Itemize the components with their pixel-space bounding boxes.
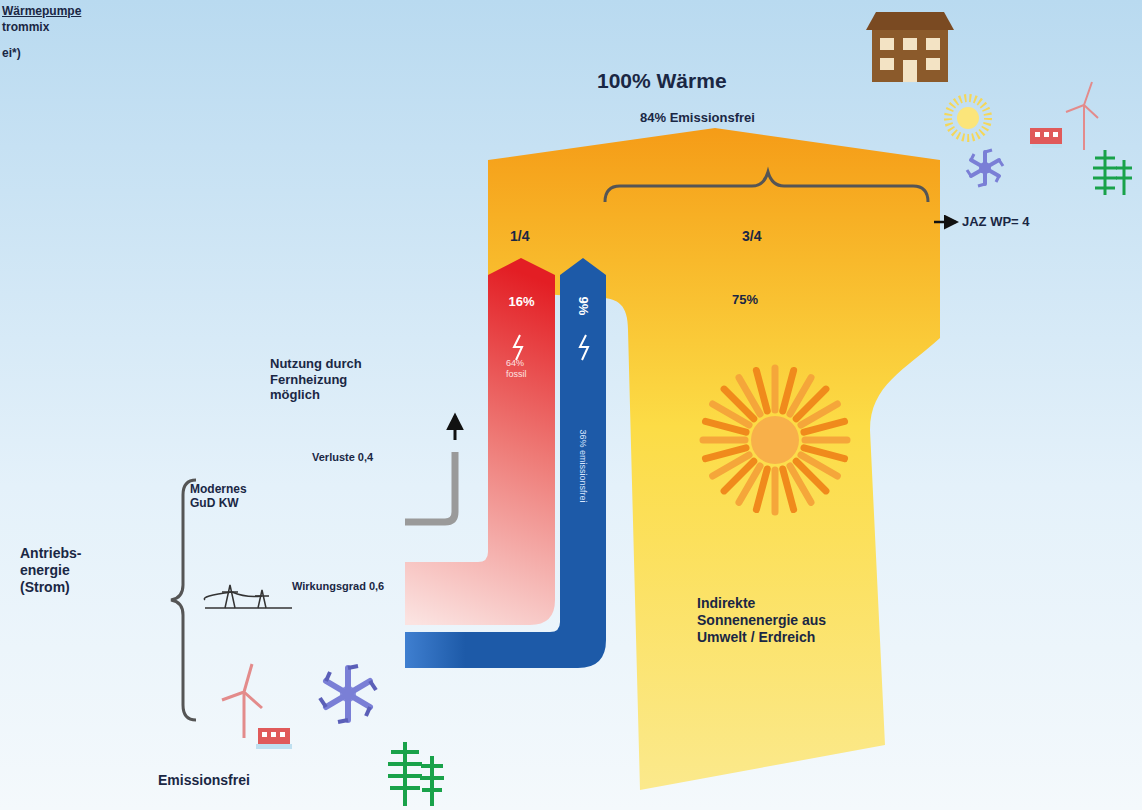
sun-ray	[804, 421, 845, 432]
jaz-label: JAZ WP= 4	[962, 214, 1030, 230]
house-icon	[866, 12, 954, 82]
emission-free-label: Emissionsfrei	[158, 772, 250, 789]
band-text: Indirekte Sonnenenergie aus Umwelt / Erd…	[697, 595, 852, 645]
efficiency-label: Wirkungsgrad 0,6	[292, 580, 384, 593]
brace	[605, 172, 928, 202]
band-text: 64% fossil	[506, 358, 546, 380]
power-line-icon	[204, 585, 292, 608]
fossil-power-band: 16% 64% fossil	[488, 290, 557, 400]
band-text: 84% Emissionsfrei	[640, 110, 860, 126]
band-value: 75%	[732, 292, 802, 308]
factory-icon	[1030, 128, 1062, 148]
green-power-band	[405, 258, 606, 668]
sun-ray	[705, 448, 746, 459]
band-value: 9%	[575, 297, 591, 316]
tree-icon	[388, 742, 444, 806]
plant-label: Modernes GuD KW	[190, 482, 260, 511]
fraction-label: 3/4	[742, 228, 761, 245]
sun-symbol	[703, 368, 847, 512]
sun-core	[751, 416, 799, 464]
jaz-arrow	[934, 221, 956, 224]
water-wheel-icon	[320, 666, 376, 722]
band-text: 36% emissionsfrei	[578, 429, 589, 502]
sun-icon	[948, 98, 988, 138]
drive-energy-label: Antriebs- energie (Strom)	[20, 545, 120, 595]
subtitle-fragment: ei*)	[2, 46, 21, 60]
water-wheel-icon	[967, 150, 1003, 186]
subtitle-fragment: trommix	[2, 20, 49, 34]
brace	[171, 480, 196, 720]
sun-ray	[772, 368, 779, 410]
band-value: 16%	[488, 294, 555, 310]
district-heat-arrow	[454, 416, 457, 440]
green-power-band: 9% 36% emissionsfrei	[558, 286, 608, 546]
sun-ray	[703, 437, 745, 444]
diagram-title: Wärmepumpe	[2, 4, 81, 18]
loss-label: Verluste 0,4	[312, 451, 373, 464]
heat-output-band: 100% Wärme 84% Emissionsfrei	[560, 64, 920, 134]
factory-icon	[256, 728, 292, 749]
wind-turbine-icon	[222, 664, 262, 738]
lightning-symbol	[580, 335, 588, 360]
fossil-band	[405, 258, 555, 625]
sun-ray	[756, 370, 767, 411]
ambient-energy-band: 75% Indirekte Sonnenenergie aus Umwelt / …	[690, 290, 890, 660]
heat-band	[488, 128, 940, 790]
wind-turbine-icon	[1066, 82, 1098, 150]
tree-icon	[1093, 150, 1132, 195]
note-label: Nutzung durch Fernheizung möglich	[270, 356, 398, 403]
sun-ray	[805, 437, 847, 444]
loss-line	[405, 452, 455, 522]
lightning-symbol	[514, 335, 522, 360]
sun-ray	[783, 469, 794, 510]
fraction-label: 1/4	[510, 228, 529, 245]
band-value: 100% Wärme	[597, 68, 817, 93]
sun-ray	[772, 470, 779, 512]
